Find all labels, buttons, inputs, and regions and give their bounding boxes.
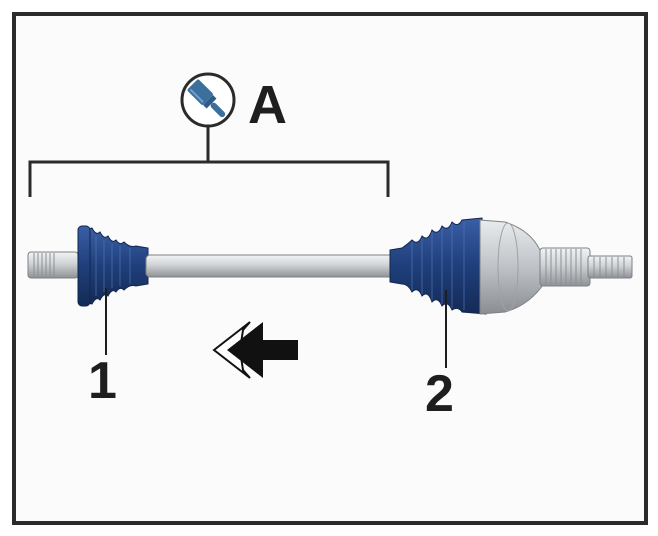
outer-joint-boot: [389, 217, 487, 315]
arrow-left-icon: [212, 321, 298, 379]
part-label-2: 2: [425, 365, 454, 423]
group-label: A: [248, 75, 287, 135]
inner-joint-boot: [77, 225, 149, 307]
part-label-1: 1: [88, 352, 117, 410]
grease-brush-icon: [180, 72, 236, 128]
outer-cv-joint: [479, 219, 546, 315]
group-bracket: [28, 126, 390, 197]
drive-shaft: [145, 254, 397, 278]
outer-spline-stub: [539, 247, 633, 287]
inner-spline-stub: [27, 251, 79, 279]
